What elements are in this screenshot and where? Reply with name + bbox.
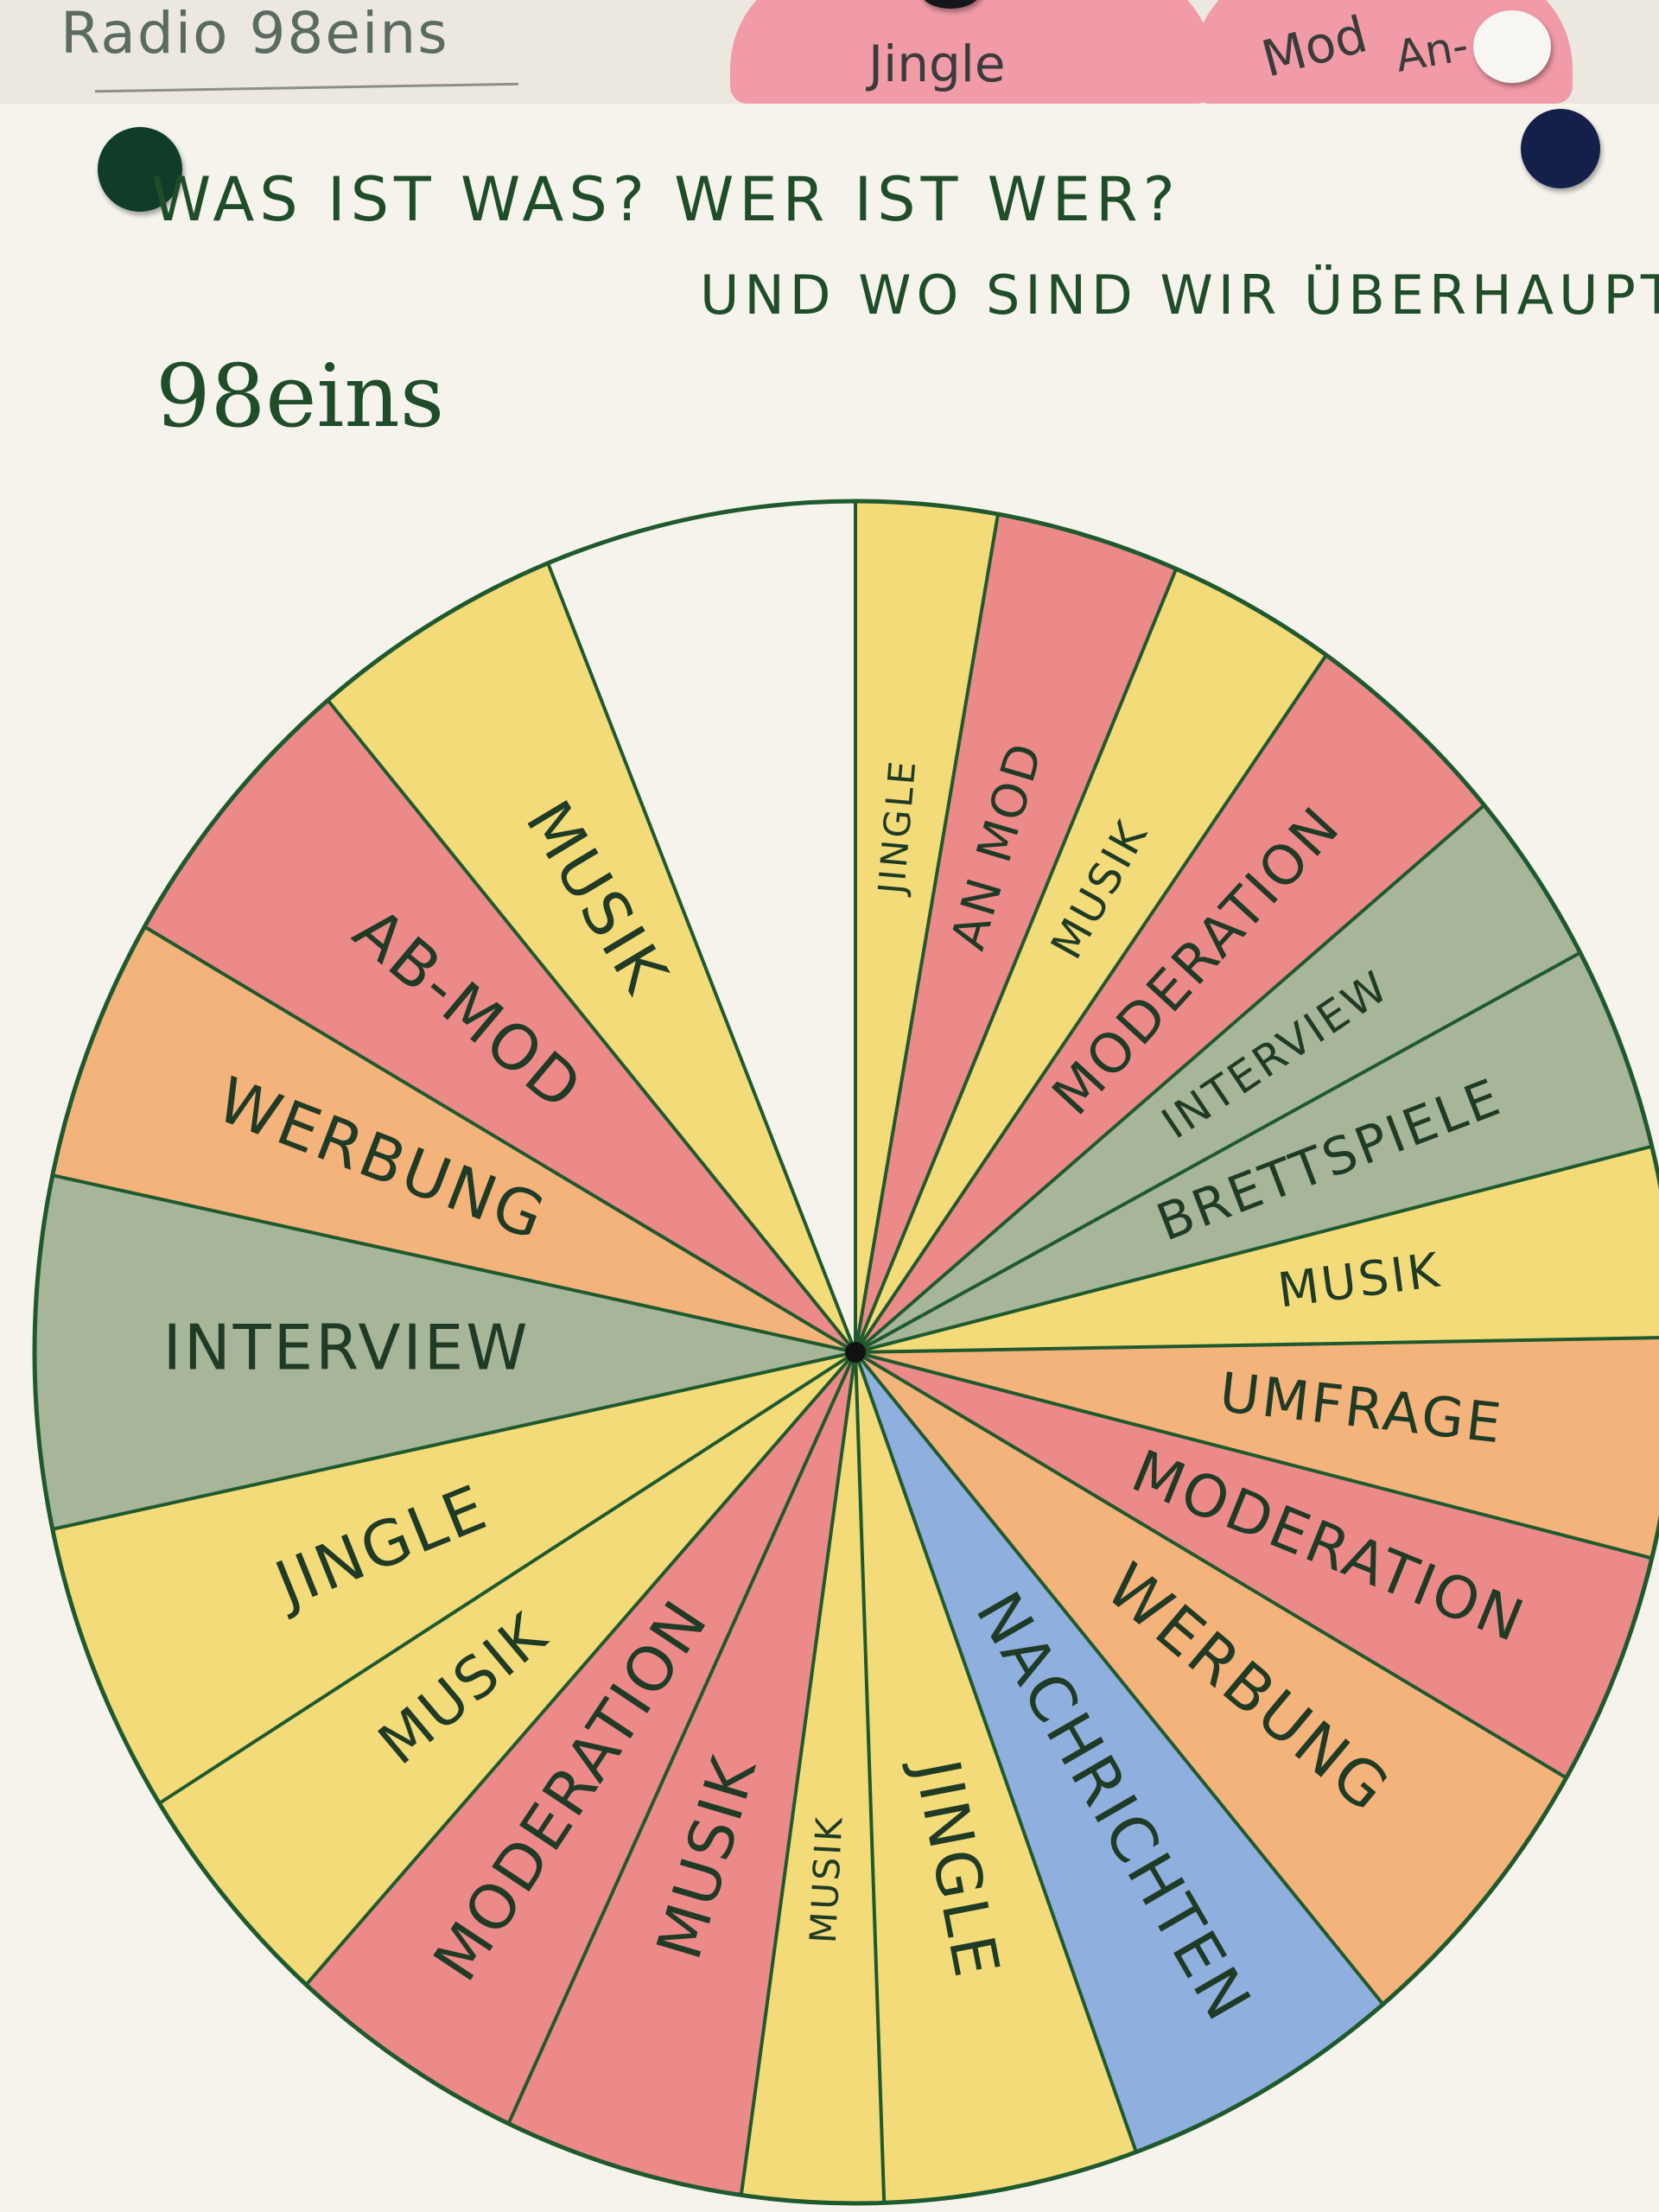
wheel-outline	[32, 499, 1659, 2206]
wheel-segment	[855, 952, 1652, 1352]
segment-divider	[52, 1173, 856, 1354]
pink-card-jingle	[730, 0, 1214, 104]
heading-line-2: UND WO SIND WIR ÜBERHAUPT?	[700, 264, 1659, 327]
wheel-segment	[855, 804, 1580, 1352]
wheel-segment	[159, 1352, 855, 1985]
wheel-segment	[741, 1352, 885, 2203]
wheel-segment	[855, 514, 1177, 1352]
segment-divider	[506, 1351, 857, 2125]
segment-label: INTERVIEW	[163, 1312, 531, 1384]
station-name: 98eins	[156, 346, 445, 447]
wheel-segment	[855, 1338, 1659, 1559]
wheel-segment	[855, 569, 1326, 1352]
segment-divider	[855, 1144, 1653, 1354]
pin-icon	[920, 0, 981, 9]
segment-divider	[854, 653, 1328, 1354]
segment-divider	[143, 925, 857, 1354]
wheel-segment	[855, 1352, 1652, 1778]
wheel-segment	[35, 1175, 855, 1529]
wheel-segment	[306, 1352, 855, 2124]
card-label-jingle: Jingle	[868, 35, 1006, 93]
wheel-segment	[855, 1352, 1136, 2203]
segment-divider	[304, 1351, 857, 1986]
wheel-segment	[855, 1352, 1567, 2005]
segment-divider	[854, 1351, 1138, 2153]
segment-divider	[158, 1351, 857, 1805]
wheel-center	[845, 1342, 866, 1363]
segment-divider	[546, 562, 857, 1353]
pin-icon	[1521, 109, 1600, 188]
segment-divider	[854, 1351, 1385, 2005]
segment-divider	[854, 1351, 887, 2203]
pin-icon	[1473, 10, 1551, 83]
segment-divider	[855, 1351, 1653, 1560]
segment-divider	[52, 1351, 856, 1531]
segment-divider	[855, 950, 1581, 1354]
segment-divider	[854, 1351, 1567, 1780]
wheel-segment	[855, 655, 1484, 1352]
segment-label: MUSIK	[802, 1814, 851, 1944]
wheel-segment	[855, 1352, 1383, 2152]
wheel-segment	[548, 501, 855, 1352]
wheel-segment	[144, 700, 856, 1352]
wheel-segment	[327, 563, 855, 1352]
top-label: Radio 98eins	[60, 0, 449, 67]
wheel-segment	[52, 926, 856, 1352]
segment-divider	[854, 568, 1179, 1353]
segment-divider	[739, 1351, 857, 2196]
segment-divider	[326, 699, 857, 1354]
heading-line-1: WAS IST WAS? WER IST WER?	[151, 164, 1180, 235]
pin-icon	[98, 127, 182, 212]
segment-divider	[855, 1336, 1659, 1354]
segment-divider	[854, 804, 1486, 1354]
segment-divider	[854, 513, 1000, 1353]
wheel-segment	[52, 1352, 856, 1803]
